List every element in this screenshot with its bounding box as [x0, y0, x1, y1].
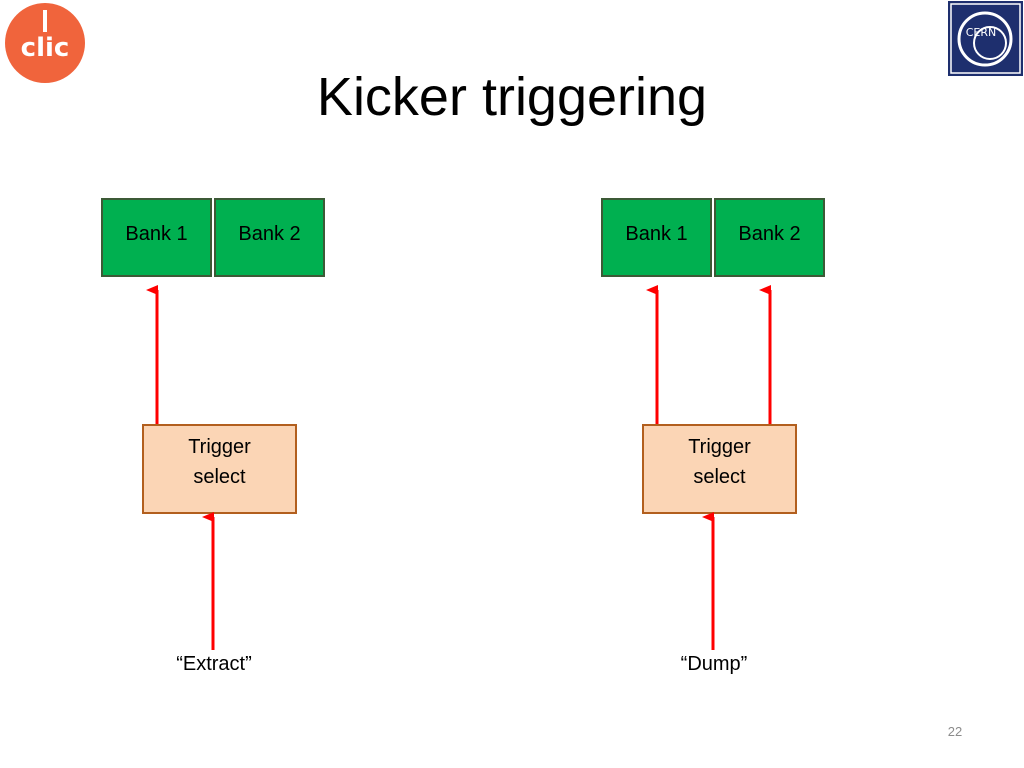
- trigger-label-line2: select: [193, 466, 246, 488]
- left-bank-1: Bank 1: [101, 198, 212, 277]
- extract-label: “Extract”: [176, 653, 252, 675]
- page-number: 22: [947, 724, 963, 739]
- right-bank-1: Bank 1: [601, 198, 712, 277]
- svg-text:CERN: CERN: [966, 26, 997, 39]
- right-trigger-select: Trigger select: [642, 424, 797, 514]
- trigger-label-line1: Trigger: [688, 436, 751, 458]
- trigger-label-line2: select: [693, 466, 746, 488]
- svg-text:clic: clic: [21, 33, 70, 63]
- cern-logo: CERN: [948, 1, 1023, 76]
- dump-label: “Dump”: [680, 653, 748, 675]
- slide-title: Kicker triggering: [316, 67, 708, 127]
- left-bank-2: Bank 2: [214, 198, 325, 277]
- left-trigger-select: Trigger select: [142, 424, 297, 514]
- trigger-label-line1: Trigger: [188, 436, 251, 458]
- right-bank-2: Bank 2: [714, 198, 825, 277]
- clic-logo: clic: [5, 3, 85, 83]
